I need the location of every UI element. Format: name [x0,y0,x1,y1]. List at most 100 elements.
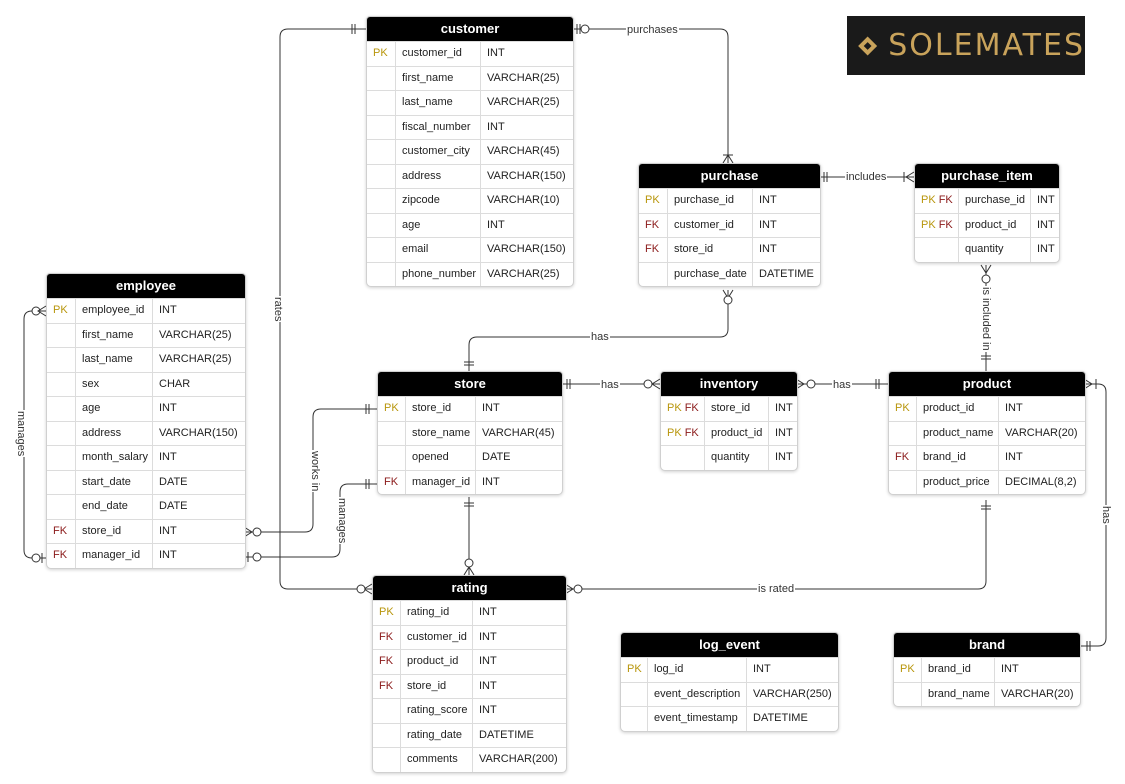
key-cell: PK [639,189,667,213]
column-type: DATETIME [752,262,820,286]
table-title: log_event [621,633,838,657]
column-name: end_date [75,495,152,519]
edge-is-rated [565,500,987,590]
column-type: VARCHAR(25) [480,91,573,115]
relationship-label-store-purchase-has: has [590,331,610,343]
one-marker [875,379,880,389]
column-name: product_id [400,650,472,674]
column-name: sex [75,372,152,396]
table-title: purchase_item [915,164,1059,188]
column-type: VARCHAR(20) [994,682,1080,706]
column-type: INT [472,699,566,723]
column-name: zipcode [395,189,480,213]
primary-key-badge: PK [373,47,388,59]
one-marker [351,24,356,34]
key-cell: FK [373,650,400,674]
optional-marker [806,379,816,389]
optional-marker [252,552,262,562]
table-title: purchase [639,164,820,188]
optional-marker [573,584,583,594]
column-name: address [395,164,480,188]
column-name: product_id [958,213,1030,237]
column-type: INT [768,397,797,421]
one-marker [365,479,370,489]
primary-key-badge: PK [645,194,660,206]
one-marker [823,172,828,182]
column-type: INT [752,213,820,237]
relationship-label-store-inventory-has: has [600,379,620,391]
table-title: employee [47,274,245,298]
column-type: VARCHAR(200) [472,748,566,772]
relationship-label-is-included-in: is included in [980,286,992,352]
optional-marker [981,274,991,284]
key-cell [367,67,395,91]
column-type: VARCHAR(150) [480,164,573,188]
key-cell [367,116,395,140]
relationship-label-product-inventory-has: has [832,379,852,391]
column-name: address [75,421,152,445]
column-name: opened [405,446,475,470]
one-marker [1086,641,1091,651]
column-type: INT [472,601,566,625]
key-cell [894,683,921,707]
optional-marker [580,24,590,34]
column-type: INT [152,397,245,421]
one-marker [576,24,581,34]
optional-marker [464,558,474,568]
column-name: purchase_id [667,189,752,213]
key-cell [621,707,647,731]
brand-logo: SOLEMATES [847,16,1085,75]
relationship-label-is-rated: is rated [757,583,796,595]
key-cell [47,373,75,397]
one-marker [365,404,370,414]
column-name: rating_date [400,723,472,747]
primary-key-badge: PK [379,606,394,618]
column-type: VARCHAR(25) [480,262,573,286]
relationship-label-works-in: works in [309,450,321,493]
key-cell [367,189,395,213]
key-cell: FK [889,446,916,470]
table-title: rating [373,576,566,600]
column-name: store_id [75,519,152,543]
key-cell: PK [373,601,400,625]
column-name: purchase_date [667,262,752,286]
primary-key-badge: PK [384,402,399,414]
relationship-label-rates: rates [272,296,284,323]
edge-rates [279,28,372,590]
key-cell: FK [373,626,400,650]
column-type: INT [480,213,573,237]
many-marker [1083,378,1093,390]
table-title: brand [894,633,1080,657]
optional-marker [252,527,262,537]
column-name: manager_id [75,544,152,568]
key-cell [47,324,75,348]
foreign-key-badge: FK [53,524,68,537]
column-name: fiscal_number [395,115,480,139]
